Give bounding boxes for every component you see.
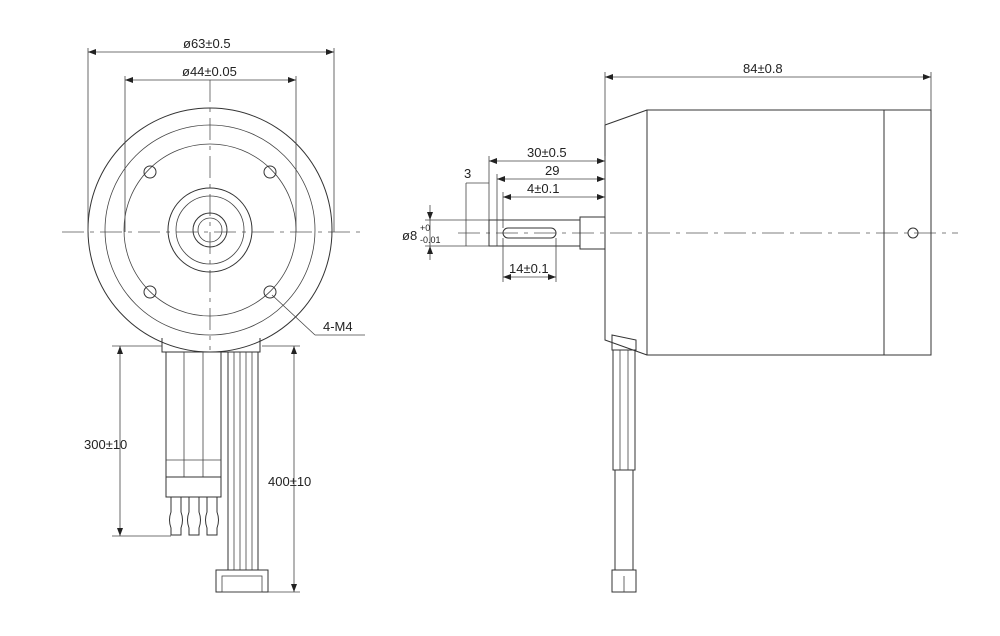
shaft-length-label: 30±0.5 [527, 145, 567, 160]
lead-long-label: 400±10 [268, 474, 311, 489]
outer-diameter-label: ø63±0.5 [183, 36, 231, 51]
shaft-29-label: 29 [545, 163, 559, 178]
shaft-offset-label: 3 [464, 166, 471, 181]
shaft [488, 219, 581, 247]
bolt-circle-label: ø44±0.05 [182, 64, 237, 79]
keyway-4-label: 4±0.1 [527, 181, 559, 196]
holes-callout-label: 4-M4 [323, 319, 353, 334]
lead-short-label: 300±10 [84, 437, 127, 452]
mounting-holes [143, 165, 277, 299]
motor-body [646, 109, 932, 356]
boss-circle [167, 187, 253, 273]
side-view: 84±0.8 30±0.5 29 4±0.1 3 ø8 +0 -0.01 [402, 61, 958, 593]
front-view: 4-M4 ø63±0.5 ø44±0.05 [62, 36, 365, 593]
shaft-diameter-label: ø8 [402, 228, 417, 243]
body-length-label: 84±0.8 [743, 61, 783, 76]
shaft-tol-upper: +0 [420, 223, 430, 233]
keyway-length-label: 14±0.1 [509, 261, 549, 276]
shaft-tol-lower: -0.01 [420, 235, 441, 245]
keyway-slot [502, 227, 557, 239]
lead-wires [165, 351, 269, 593]
